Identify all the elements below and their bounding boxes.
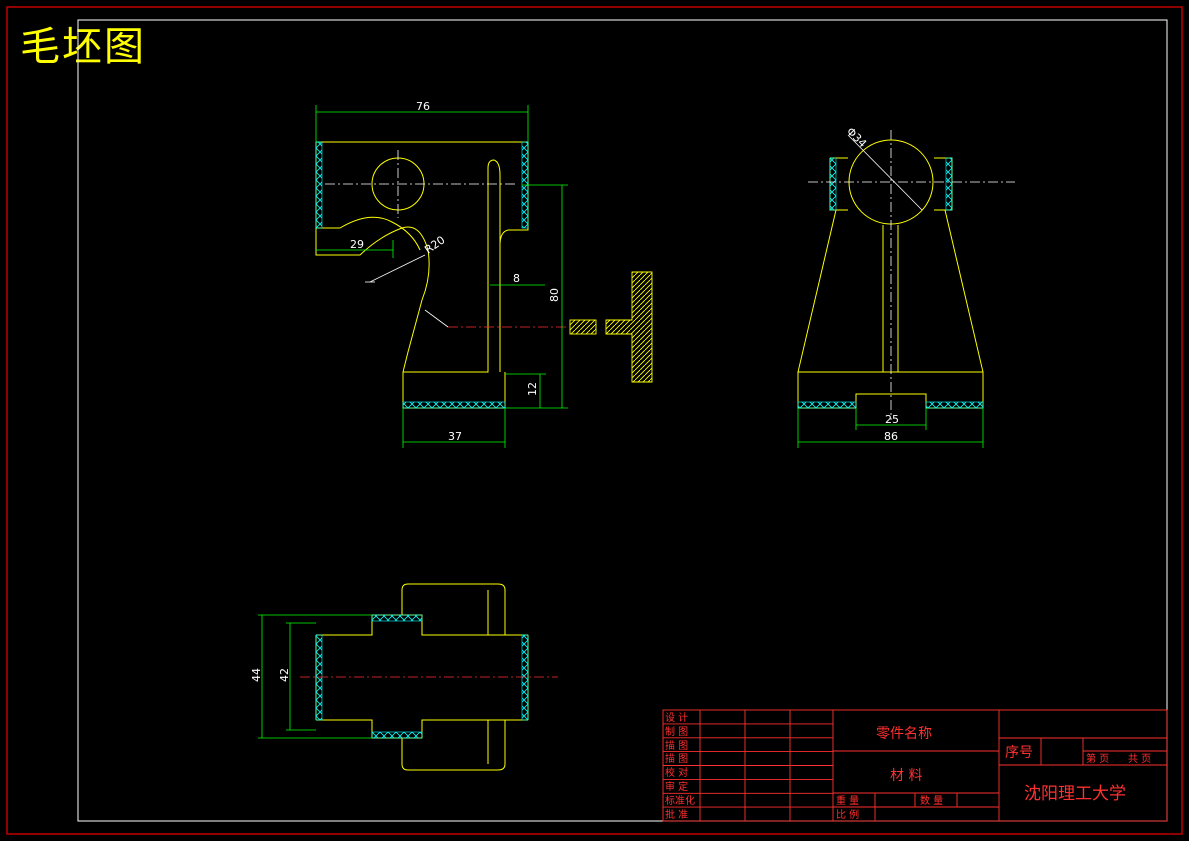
inner-frame bbox=[77, 19, 1168, 822]
material-label: 材 料 bbox=[890, 768, 922, 784]
front-view-outline bbox=[315, 141, 529, 409]
top-view: 44 42 bbox=[250, 583, 558, 771]
side-hatch-base-right bbox=[925, 401, 984, 409]
dim-height: 80 bbox=[548, 288, 561, 302]
side-dimension-lines bbox=[797, 408, 984, 448]
weight-label: 重 量 bbox=[836, 794, 859, 807]
title-block bbox=[662, 709, 1168, 822]
section-t-profile bbox=[605, 271, 653, 383]
dim-base: 12 bbox=[526, 382, 539, 396]
role-label: 校 对 bbox=[665, 766, 688, 779]
role-label: 描 图 bbox=[665, 752, 688, 765]
dim-top-offset: 29 bbox=[350, 238, 364, 251]
drawing-title: 毛坯图 bbox=[20, 24, 146, 70]
side-view: Φ34 25 86 bbox=[797, 125, 1015, 448]
side-hatch-left bbox=[829, 157, 837, 211]
role-label: 批 准 bbox=[665, 808, 688, 821]
side-hatch-right bbox=[945, 157, 953, 211]
dim-side-width: 86 bbox=[884, 430, 898, 443]
side-hatch-base-left bbox=[797, 401, 857, 409]
title-block-roles: 设 计 制 图 描 图 描 图 校 对 审 定 标准化 批 准 bbox=[665, 711, 695, 821]
front-view: 76 29 R20 8 80 12 37 bbox=[315, 100, 568, 448]
top-dimension-lines bbox=[258, 614, 372, 739]
dim-width-top: 76 bbox=[416, 100, 430, 113]
scale-label: 比 例 bbox=[836, 808, 859, 821]
school-name: 沈阳理工大学 bbox=[1024, 784, 1126, 804]
top-hatch-lower bbox=[371, 731, 423, 739]
diameter-leader bbox=[847, 134, 923, 211]
dim-top-outer: 44 bbox=[250, 668, 263, 682]
dim-base-width: 37 bbox=[448, 430, 462, 443]
side-view-outline bbox=[797, 157, 984, 409]
part-name-label: 零件名称 bbox=[876, 726, 932, 742]
role-label: 制 图 bbox=[665, 725, 688, 738]
outer-frame bbox=[6, 6, 1183, 835]
dim-slot: 25 bbox=[885, 413, 899, 426]
role-label: 审 定 bbox=[665, 780, 688, 793]
top-hatch-left bbox=[315, 634, 323, 721]
dim-rib: 8 bbox=[513, 272, 520, 285]
dimension-lines bbox=[315, 105, 568, 448]
role-label: 标准化 bbox=[665, 794, 695, 807]
total-label: 共 页 bbox=[1128, 753, 1151, 765]
hatch-bottom bbox=[402, 401, 506, 409]
dim-radius: R20 bbox=[422, 233, 447, 256]
leader-line bbox=[424, 309, 449, 328]
dim-diameter: Φ34 bbox=[844, 125, 869, 150]
hatch-left bbox=[315, 141, 323, 229]
serial-label: 序号 bbox=[1005, 745, 1033, 761]
top-hatch-right bbox=[521, 634, 529, 721]
role-label: 设 计 bbox=[665, 711, 688, 724]
role-label: 描 图 bbox=[665, 739, 688, 752]
section-small-block bbox=[569, 319, 597, 335]
quantity-label: 数 量 bbox=[920, 794, 943, 807]
dim-top-inner: 42 bbox=[278, 668, 291, 682]
page-label: 第 页 bbox=[1086, 752, 1109, 765]
top-hatch-upper bbox=[371, 614, 423, 622]
section-detail bbox=[569, 271, 653, 383]
